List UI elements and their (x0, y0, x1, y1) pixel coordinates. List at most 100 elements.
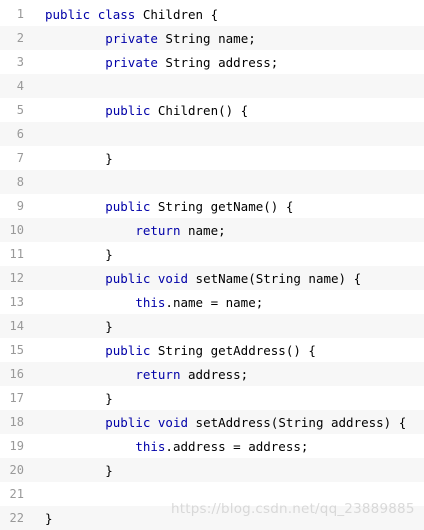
code-line: 2 private String name; (0, 26, 424, 50)
code-token (45, 199, 105, 214)
code-line: 17 } (0, 386, 424, 410)
line-number: 10 (9, 223, 24, 237)
line-number: 17 (9, 391, 24, 405)
line-code: } (45, 391, 113, 406)
code-line: 5 public Children() { (0, 98, 424, 122)
line-number: 18 (9, 415, 24, 429)
line-code: } (45, 151, 113, 166)
code-line: 20 } (0, 458, 424, 482)
code-line: 19 this.address = address; (0, 434, 424, 458)
code-line: 21 (0, 482, 424, 506)
line-code: public Children() { (45, 103, 248, 118)
keyword-token: return (135, 222, 181, 238)
line-number: 15 (9, 343, 24, 357)
keyword-token: public (45, 6, 91, 22)
line-number: 21 (9, 487, 24, 501)
line-number: 3 (16, 55, 24, 69)
code-token (45, 271, 105, 286)
line-number: 6 (16, 127, 24, 141)
code-line: 15 public String getAddress() { (0, 338, 424, 362)
keyword-token: private (105, 54, 158, 70)
line-number: 19 (9, 439, 24, 453)
line-number: 9 (16, 199, 24, 213)
code-line: 22} (0, 506, 424, 530)
line-code: public void setName(String name) { (45, 271, 361, 286)
code-token: String address; (157, 54, 279, 70)
line-code: public class Children { (45, 7, 218, 22)
keyword-token: void (157, 414, 189, 430)
line-code: public String getName() { (45, 199, 293, 214)
code-line: 10 return name; (0, 218, 424, 242)
code-token: } (45, 510, 53, 526)
code-line: 12 public void setName(String name) { (0, 266, 424, 290)
line-number: 20 (9, 463, 24, 477)
code-token (150, 271, 158, 286)
keyword-token: public (105, 198, 151, 214)
code-token (45, 343, 105, 358)
line-code: this.address = address; (45, 439, 308, 454)
line-code: private String name; (45, 31, 256, 46)
line-code: return name; (45, 222, 226, 238)
line-code: return address; (45, 367, 248, 382)
code-token: .name = name; (165, 294, 264, 310)
keyword-token: public (105, 342, 151, 358)
keyword-token: private (105, 30, 158, 46)
line-number: 11 (9, 247, 24, 261)
line-number: 2 (16, 31, 24, 45)
line-number: 12 (9, 271, 24, 285)
code-token: setAddress(String address) { (188, 414, 407, 430)
line-number: 4 (16, 79, 24, 93)
code-token (45, 223, 135, 238)
code-token: .address = address; (165, 438, 309, 454)
code-line: 6 (0, 122, 424, 146)
line-code: } (45, 319, 113, 334)
code-token: } (45, 246, 113, 262)
code-token (45, 103, 105, 118)
line-number: 5 (16, 103, 24, 117)
code-token: } (45, 318, 113, 334)
line-code: this.name = name; (45, 295, 263, 310)
code-line: 8 (0, 170, 424, 194)
line-number: 14 (9, 319, 24, 333)
code-token (45, 415, 105, 430)
code-line: 9 public String getName() { (0, 194, 424, 218)
line-number: 16 (9, 367, 24, 381)
line-number: 13 (9, 295, 24, 309)
keyword-token: public (105, 414, 151, 430)
keyword-token: class (97, 6, 136, 22)
line-number: 1 (16, 7, 24, 21)
code-line: 16 return address; (0, 362, 424, 386)
code-token: } (45, 462, 113, 478)
code-line: 1 public class Children { (0, 2, 424, 26)
code-token: String name; (157, 30, 256, 46)
code-token: name; (180, 222, 226, 238)
code-token (150, 415, 158, 430)
keyword-token: public (105, 102, 151, 118)
keyword-token: return (135, 366, 181, 382)
watermark: https://blog.csdn.net/qq_23889885 (171, 501, 415, 517)
code-token: setName(String name) { (188, 270, 362, 286)
code-line: 18 public void setAddress(String address… (0, 410, 424, 434)
code-token: String getName() { (150, 198, 294, 214)
code-token: } (45, 390, 113, 406)
code-line: 11 } (0, 242, 424, 266)
keyword-token: void (157, 270, 189, 286)
code-line: 4 (0, 74, 424, 98)
code-line: 14 } (0, 314, 424, 338)
code-token (90, 7, 98, 22)
code-token (45, 439, 135, 454)
line-number: 7 (16, 151, 24, 165)
line-code: } (45, 463, 113, 478)
line-code: private String address; (45, 55, 278, 70)
code-token: address; (180, 366, 249, 382)
code-token (45, 367, 135, 382)
line-code: public void setAddress(String address) { (45, 415, 406, 430)
code-token: Children() { (150, 102, 249, 118)
line-code: } (45, 247, 113, 262)
code-line: 13 this.name = name; (0, 290, 424, 314)
line-code: } (45, 511, 53, 526)
code-token: } (45, 150, 113, 166)
code-token (45, 31, 105, 46)
line-code: public String getAddress() { (45, 343, 316, 358)
